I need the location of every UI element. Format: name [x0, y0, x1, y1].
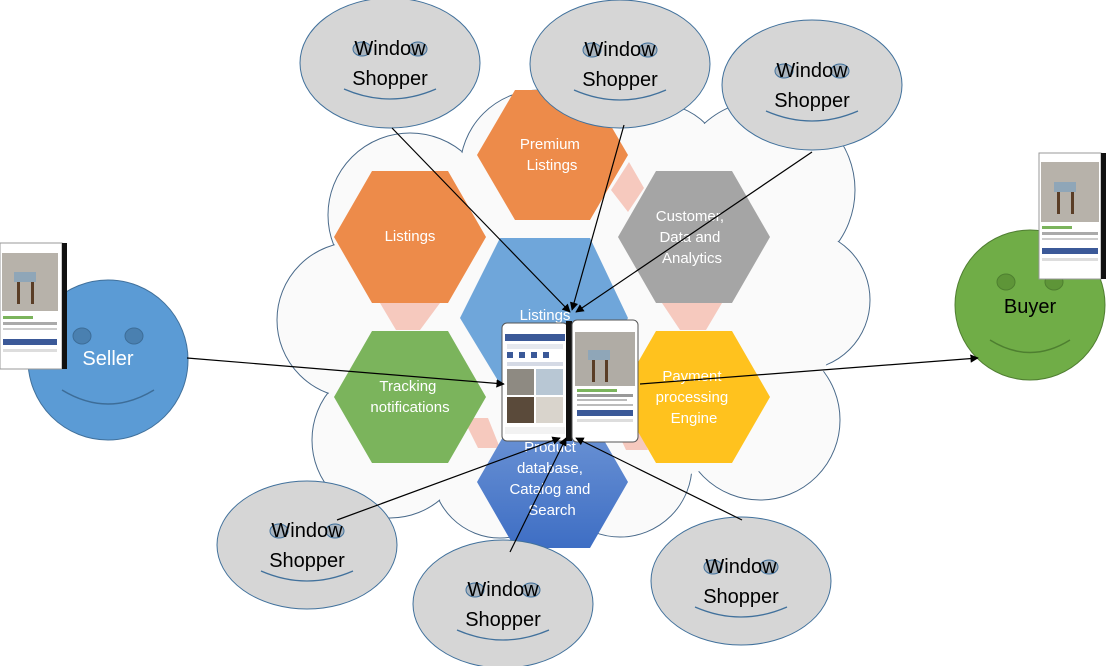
window-shopper-label-line-2: Shopper: [774, 90, 850, 112]
hex-product-line-4: Search: [528, 502, 576, 519]
window-shopper-face: [650, 516, 832, 646]
window-shopper-label-line-2: Shopper: [582, 69, 658, 91]
hex-customer-line-2: Data and: [659, 229, 720, 246]
hex-customer-line-1: Customer,: [656, 208, 724, 225]
seller-face: Seller: [27, 279, 189, 441]
hex-premium-line-2: Listings: [527, 157, 578, 174]
hex-connectors: [380, 162, 722, 450]
window-shopper-mouth: [573, 89, 667, 101]
arrow-seller-to-phone: [186, 357, 505, 388]
seller-phone-image: [0, 242, 67, 370]
window-shopper-label-line-2: Shopper: [352, 68, 428, 90]
window-shopper-eye: [703, 559, 723, 575]
window-shopper-eye: [269, 523, 289, 539]
svg-text:Customer, Data and: Customer, Data and Analytics: [656, 208, 729, 267]
hex-tracking-notifications: Tracking notifications: [334, 331, 486, 463]
window-shopper-face: [529, 0, 711, 129]
arrow-shopper-1: [391, 127, 571, 313]
window-shopper-mouth: [343, 88, 437, 100]
window-shopper-label-line-1: Window: [467, 579, 539, 601]
hex-product-line-3: Catalog and: [509, 481, 590, 498]
window-shopper-eye: [830, 63, 850, 79]
window-shopper-label-line-2: Shopper: [269, 550, 345, 572]
window-shopper-mouth: [456, 629, 550, 641]
hex-customer-line-3: Analytics: [662, 250, 722, 267]
window-shopper-face: [299, 0, 481, 129]
window-shopper-label-line-1: Window: [705, 556, 777, 578]
window-shopper-eye: [582, 42, 602, 58]
phone-listing-image: [566, 319, 639, 443]
hex-premium-line-1: Premium: [520, 136, 580, 153]
window-shopper-label-line-1: Window: [584, 39, 656, 61]
seller-label: Seller: [82, 348, 133, 370]
svg-text:Tracking notifications: Tracking notifications: [370, 378, 449, 416]
window-shopper-label-line-2: Shopper: [703, 586, 779, 608]
hex-product-line-2: database,: [517, 460, 583, 477]
hex-payment-line-1: Payment: [662, 368, 722, 385]
hex-tracking-line-1: Tracking: [379, 378, 436, 395]
window-shopper-eye: [408, 41, 428, 57]
window-shopper-label-line-1: Window: [271, 520, 343, 542]
arrows: [186, 124, 979, 553]
arrow-shopper-2: [570, 124, 625, 311]
svg-text:Premium Listings: Premium Listings: [520, 136, 584, 174]
hex-center-line-1: Listings: [520, 307, 571, 324]
hex-payment-line-3: Engine: [671, 410, 718, 427]
window-shopper-eye: [638, 42, 658, 58]
window-shopper-label-line-2: Shopper: [465, 609, 541, 631]
window-shopper-label-line-1: Window: [354, 38, 426, 60]
window-shopper-eye: [465, 582, 485, 598]
window-shopper-mouth: [260, 570, 354, 582]
window-shopper-mouth: [765, 110, 859, 122]
window-shopper-eye: [759, 559, 779, 575]
phone-feed-image: [501, 322, 569, 442]
hex-product-database: Product database, Catalog and Search: [477, 416, 628, 548]
window-shopper-face: [721, 19, 903, 151]
window-shopper-mouth: [694, 606, 788, 618]
hex-payment-line-2: processing: [656, 389, 729, 406]
arrow-shopper-3: [575, 151, 813, 313]
window-shopper-eye: [774, 63, 794, 79]
arrow-shopper-4: [336, 436, 561, 521]
arrow-shopper-6: [575, 437, 743, 521]
svg-text:Listings: Listings: [385, 228, 436, 245]
hex-tracking-line-2: notifications: [370, 399, 449, 416]
arrow-shopper-5: [509, 437, 567, 553]
hex-listings-line-1: Listings: [385, 228, 436, 245]
window-shopper-eye: [325, 523, 345, 539]
svg-text:Listings: Listings: [520, 307, 571, 324]
window-shopper-eye: [352, 41, 372, 57]
window-shopper-eye: [521, 582, 541, 598]
window-shopper-face: [412, 539, 594, 666]
buyer-phone-image: [1038, 152, 1106, 280]
arrow-phone-to-buyer: [639, 354, 979, 385]
hex-customer-data-analytics: Customer, Data and Analytics: [618, 171, 770, 303]
window-shopper-label-line-1: Window: [776, 60, 848, 82]
window-shopper-face: [216, 480, 398, 610]
buyer-label: Buyer: [1004, 296, 1057, 318]
hex-listings: Listings: [334, 171, 486, 303]
hex-payment-processing: Payment processing Engine: [618, 331, 770, 463]
